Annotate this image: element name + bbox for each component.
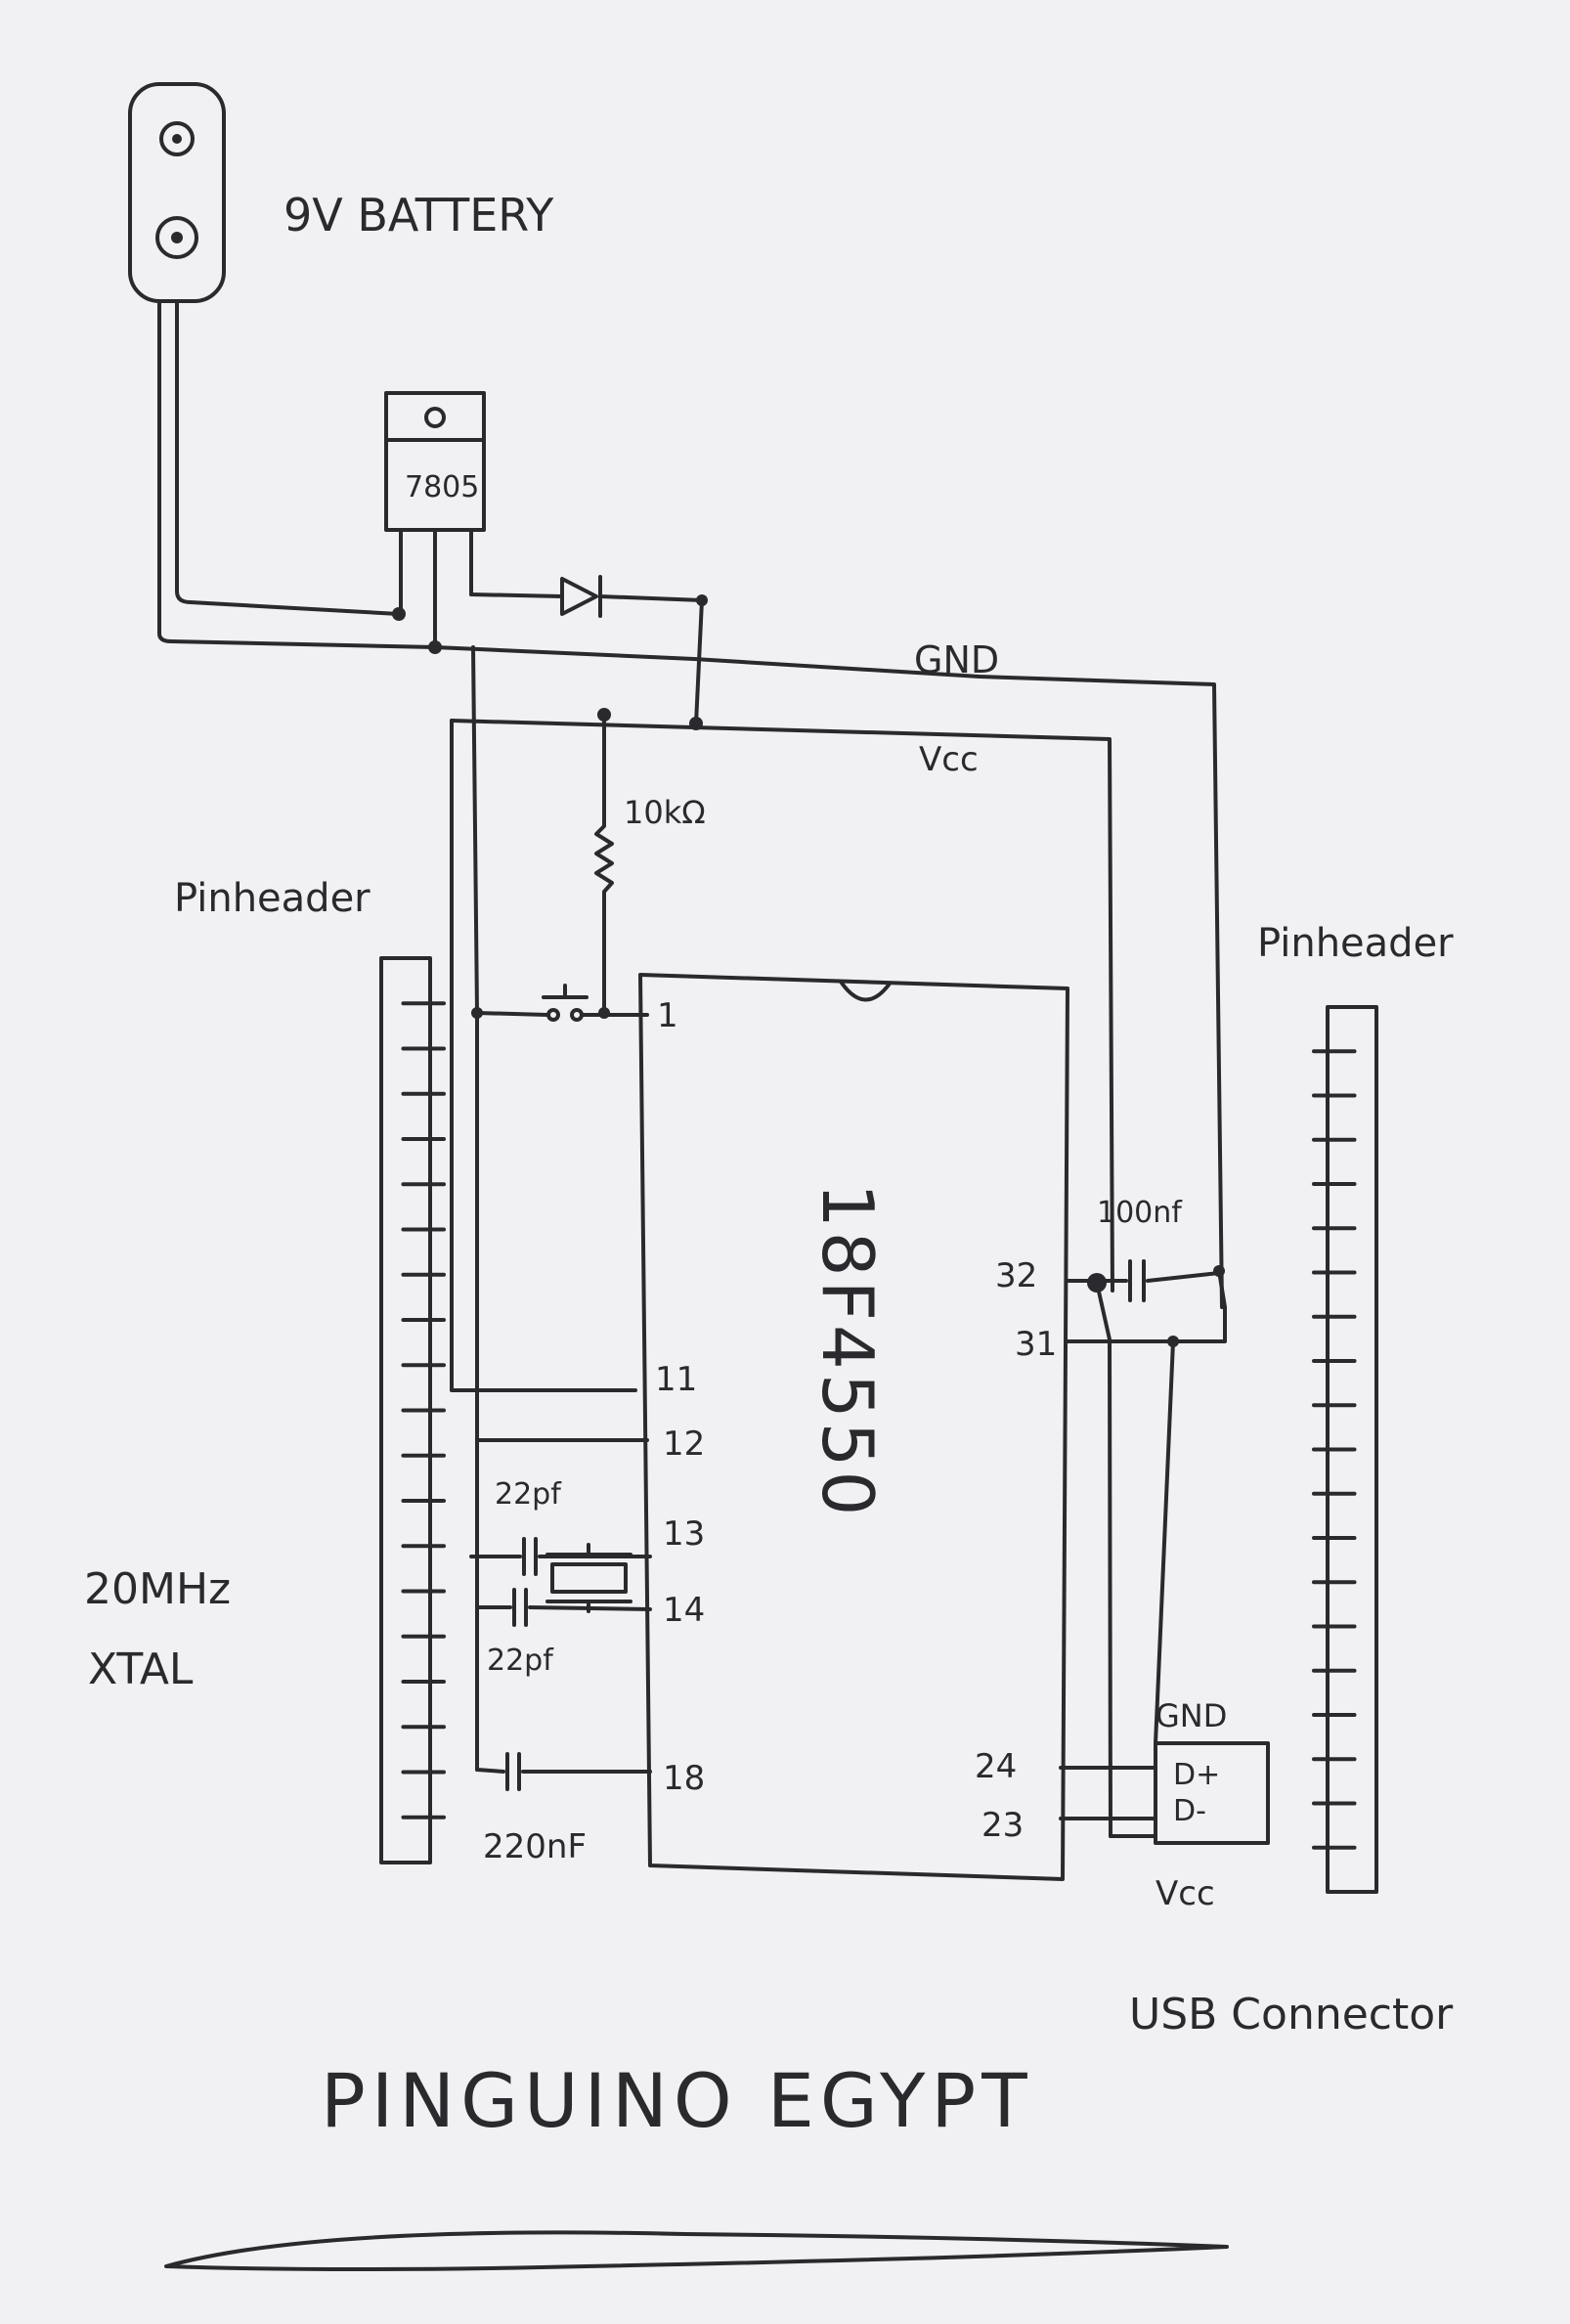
diode (469, 575, 708, 725)
usb-connector-label: USB Connector (1129, 1990, 1454, 2039)
footer-title: PINGUINO EGYPT (321, 2057, 1033, 2144)
pin-1: 1 (657, 996, 678, 1035)
usb-gnd-label: GND (1156, 1697, 1227, 1734)
junction-dot (689, 717, 703, 730)
pin-18: 18 (663, 1759, 705, 1798)
junction-dot (392, 607, 406, 621)
resistor-label: 10kΩ (624, 794, 706, 831)
reset-button-wire (475, 1011, 549, 1017)
usb-dplus-label: D+ (1173, 1758, 1220, 1792)
vcc-left-wire (450, 719, 637, 1392)
cap-decoupling-label: 100nf (1097, 1196, 1183, 1230)
cap-xtal-2-label: 22pf (487, 1644, 554, 1678)
vcc-top-label: Vcc (919, 740, 979, 779)
usb-vcc-label: Vcc (1156, 1874, 1215, 1913)
pin-11: 11 (655, 1360, 697, 1399)
vcc-rail (450, 719, 1114, 1293)
crystal-label-line2: XTAL (88, 1644, 194, 1694)
pin-23: 23 (981, 1806, 1024, 1845)
gnd-left-wire (471, 645, 479, 1015)
pin-header-right (1312, 1005, 1378, 1894)
junction-dot (428, 640, 442, 654)
footer-underline (164, 2230, 1229, 2271)
cap-decoupling (1066, 1259, 1227, 1838)
battery-leads (157, 299, 696, 661)
reset-button (542, 984, 649, 1022)
usb-dminus-label: D- (1173, 1794, 1206, 1828)
pin-header-right-label: Pinheader (1257, 921, 1454, 966)
regulator-label: 7805 (405, 470, 479, 504)
pin-31: 31 (1015, 1325, 1057, 1364)
cap-xtal-2 (475, 1588, 652, 1627)
pin-32: 32 (995, 1256, 1037, 1295)
cap-vusb-label: 220nF (483, 1827, 587, 1866)
pin-14: 14 (663, 1591, 705, 1630)
usb-connector (1059, 1339, 1270, 1845)
battery-label: 9V BATTERY (283, 189, 554, 241)
chip-18f4550 (638, 973, 1069, 1881)
pin-header-left (379, 956, 446, 1864)
pin-13: 13 (663, 1514, 705, 1554)
battery-clip (128, 82, 226, 303)
pin-header-left-label: Pinheader (174, 876, 371, 921)
chip-label: 18F4550 (807, 1183, 889, 1519)
regulator-7805 (384, 391, 486, 649)
gnd-rail (692, 657, 1224, 1309)
crystal-label-line1: 20MHz (84, 1564, 231, 1614)
resistor-10k (594, 713, 614, 1011)
cap-xtal-1-label: 22pf (495, 1477, 562, 1512)
crystal (545, 1543, 632, 1613)
gnd-top-label: GND (914, 638, 999, 681)
pin-12: 12 (663, 1425, 705, 1464)
cap-vusb (475, 1752, 652, 1791)
pin-24: 24 (975, 1747, 1017, 1786)
